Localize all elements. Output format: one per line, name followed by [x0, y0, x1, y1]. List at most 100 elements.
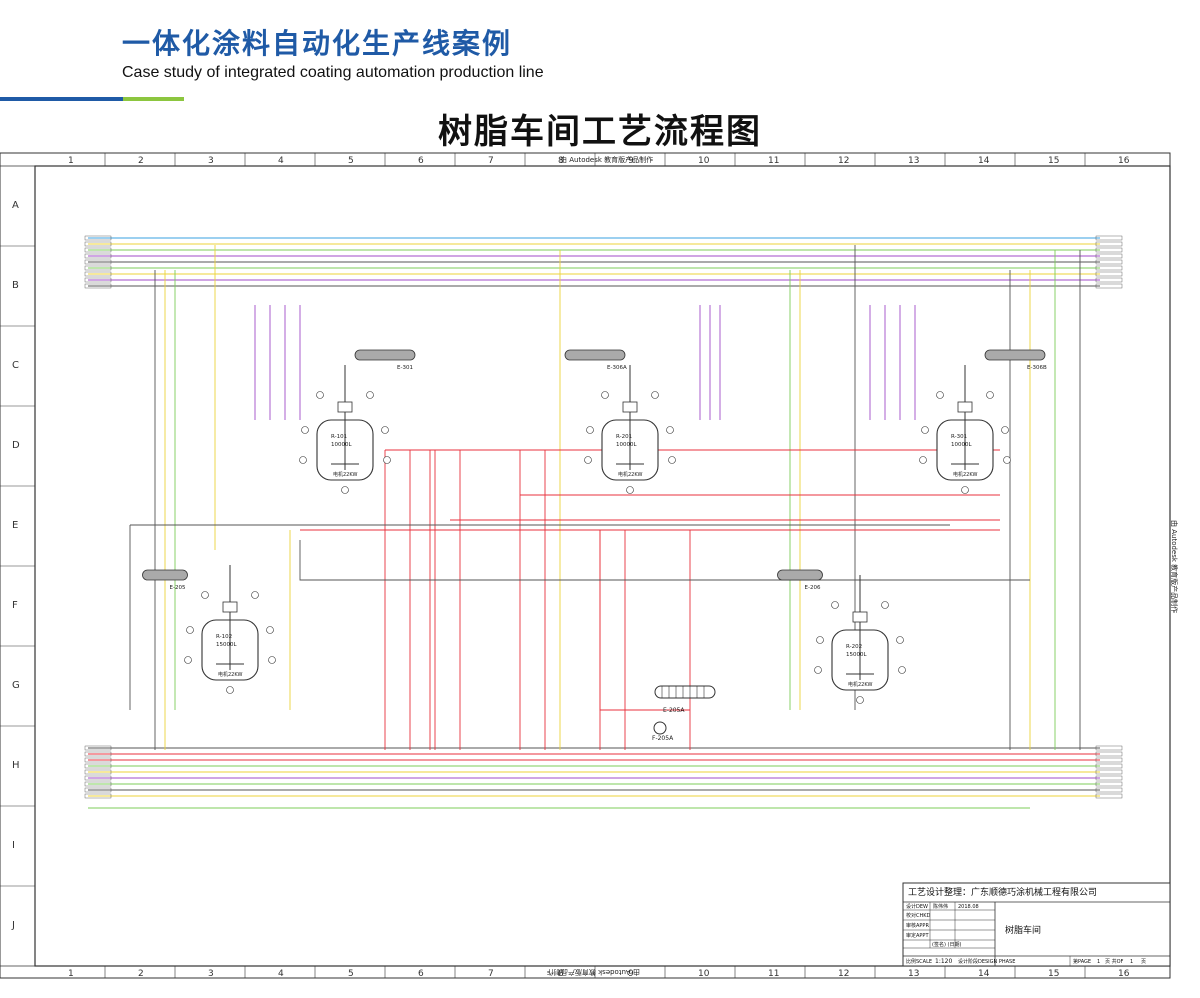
- title-block: 工艺设计整理：广东顺德巧涂机械工程有限公司 设计DEW 校对CHKD 审核APP…: [902, 882, 1171, 967]
- condenser-e-306b: E-306B: [984, 349, 1047, 371]
- title-block-page-total: 1: [1130, 959, 1133, 965]
- watermark-bottom: 由 Autodesk 教育版产品制作: [547, 968, 640, 977]
- column-label: 15: [1048, 969, 1059, 979]
- condenser-body: [777, 569, 823, 581]
- reactor-motor: 电机22KW: [333, 471, 357, 478]
- column-label: 15: [1048, 156, 1059, 166]
- row-label: A: [12, 200, 19, 211]
- instrument-bubble: [881, 601, 889, 609]
- instrument-bubble: [251, 591, 259, 599]
- instrument-bubble: [921, 426, 929, 434]
- row-label: D: [12, 440, 20, 451]
- column-label: 8: [558, 156, 564, 166]
- instrument-bubble: [299, 456, 307, 464]
- title-block-sign-date: (签名) (日期): [932, 941, 961, 948]
- column-label: 10: [698, 969, 710, 979]
- condenser-e-301: E-301: [354, 349, 416, 371]
- instrument-bubble: [586, 426, 594, 434]
- title-block-page-suffix: 页: [1141, 959, 1146, 965]
- reactor-tag: R-102: [216, 634, 232, 640]
- reactor-tag: R-301: [951, 434, 967, 440]
- column-label: 1: [68, 969, 74, 979]
- instrument-bubble: [341, 486, 349, 494]
- reactor-volume: 10000L: [331, 442, 352, 448]
- condenser-e-205: E-205: [142, 569, 188, 591]
- column-label: 9: [628, 156, 634, 166]
- drawing-outer-frame: [0, 152, 1171, 979]
- instrument-bubble: [266, 626, 274, 634]
- condenser-body: [984, 349, 1046, 361]
- reactor-volume: 15000L: [846, 652, 867, 658]
- column-label: 11: [768, 156, 779, 166]
- row-label: B: [12, 280, 19, 291]
- row-label: C: [12, 360, 19, 371]
- row-label: H: [12, 760, 20, 771]
- condenser-tag: E-205: [170, 585, 186, 591]
- header-title-cn: 一体化涂料自动化生产线案例: [122, 27, 513, 60]
- column-label: 6: [418, 156, 424, 166]
- agitator-motor: [337, 401, 353, 413]
- column-label: 7: [488, 969, 494, 979]
- column-label: 9: [628, 969, 634, 979]
- title-block-page-of-label: 页 共OF: [1105, 958, 1124, 965]
- column-label: 6: [418, 969, 424, 979]
- column-label: 12: [838, 156, 849, 166]
- column-label: 14: [978, 156, 990, 166]
- column-label: 7: [488, 156, 494, 166]
- reactor-volume: 10000L: [951, 442, 972, 448]
- pipe-loop: [429, 450, 690, 750]
- header-accent-bar-green: [123, 97, 184, 101]
- pipe-loop: [130, 524, 1030, 581]
- condenser-tag: E-206: [805, 585, 821, 591]
- instrument-bubble: [814, 666, 822, 674]
- instrument-bubble: [919, 456, 927, 464]
- reactor-tag: R-202: [846, 644, 862, 650]
- instrument-bubble: [986, 391, 994, 399]
- column-label: 10: [698, 156, 710, 166]
- heat-exchanger-e205a: E-205A: [654, 685, 716, 714]
- reactor-motor: 电机22KW: [218, 671, 242, 678]
- condenser-e-306a: E-306A: [564, 349, 627, 371]
- title-block-row-design: 设计DEW: [906, 903, 928, 910]
- title-block-designer: 陈伟伟: [933, 903, 948, 910]
- pipe-header-top: [84, 235, 1123, 289]
- agitator-motor: [957, 401, 973, 413]
- title-block-company: 工艺设计整理：广东顺德巧涂机械工程有限公司: [908, 886, 1097, 898]
- row-label: J: [11, 920, 15, 931]
- row-label: G: [12, 680, 20, 691]
- pipe-loop: [300, 449, 1000, 531]
- condenser-e-206: E-206: [777, 569, 823, 591]
- instrument-bubble: [936, 391, 944, 399]
- column-label: 16: [1118, 156, 1130, 166]
- instrument-bubble: [201, 591, 209, 599]
- instrument-bubble: [898, 666, 906, 674]
- row-labels: ABCDEFGHIJJ: [0, 200, 1160, 931]
- title-block-scale: 1:120: [935, 958, 952, 965]
- watermark-side: 由 Autodesk 教育版产品制作: [1170, 520, 1179, 613]
- instrument-bubble: [316, 391, 324, 399]
- agitator-motor: [852, 611, 868, 623]
- agitator-motor: [622, 401, 638, 413]
- instrument-bubble: [896, 636, 904, 644]
- column-label: 3: [208, 969, 214, 979]
- header-title-en: Case study of integrated coating automat…: [122, 64, 544, 81]
- instrument-bubble: [366, 391, 374, 399]
- drawing-title: 树脂车间工艺流程图: [438, 112, 762, 152]
- instrument-bubble: [831, 601, 839, 609]
- instrument-bubble: [184, 656, 192, 664]
- condenser-body: [354, 349, 416, 361]
- instrument-bubble: [1003, 456, 1011, 464]
- column-label: 8: [558, 969, 564, 979]
- instrument-bubble: [1001, 426, 1009, 434]
- column-label: 2: [138, 156, 144, 166]
- condenser-body: [142, 569, 188, 581]
- column-label: 4: [278, 969, 284, 979]
- pump-f205a: F-205A: [652, 721, 674, 742]
- reactor-group: R-10110000L电机22KWR-20110000L电机22KWR-3011…: [184, 365, 1011, 704]
- title-block-row-approve: 审核APPR: [906, 922, 929, 929]
- column-label: 11: [768, 969, 779, 979]
